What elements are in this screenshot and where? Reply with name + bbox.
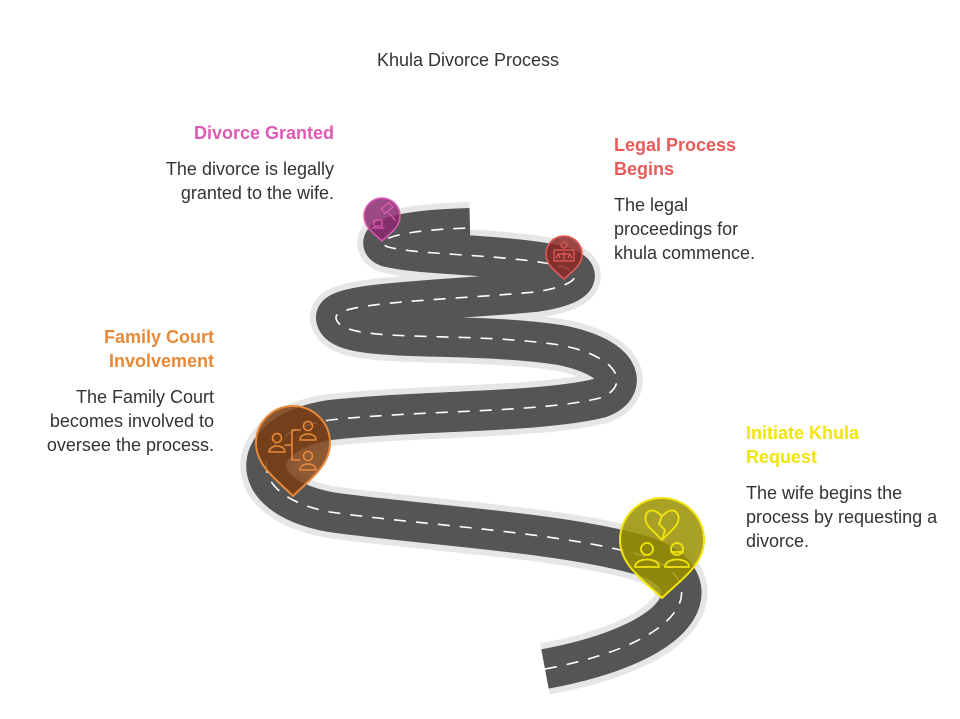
pin-legal-process [545, 235, 583, 281]
judge-scales-icon [553, 241, 575, 262]
pin-initiate-khula [618, 497, 706, 600]
pin-family-court [254, 405, 332, 498]
pin-divorce-granted [363, 197, 401, 243]
step-title-initiate-khula: Initiate Khula Request [746, 423, 860, 467]
winding-road [240, 202, 708, 695]
diagram-title: Khula Divorce Process [376, 50, 560, 70]
broken-heart-couple-icon [634, 509, 690, 568]
gavel-icon [371, 201, 396, 229]
step-desc-family-court: The Family Court becomes involved to ove… [46, 387, 214, 455]
step-title-divorce-granted: Divorce Granted [193, 123, 334, 143]
step-title-legal-process: Legal Process Begins [614, 135, 737, 179]
family-tree-icon [268, 420, 317, 471]
step-title-family-court: Family Court Involvement [103, 327, 214, 371]
step-desc-divorce-granted: The divorce is legally granted to the wi… [165, 159, 334, 203]
step-desc-initiate-khula: The wife begins the process by requestin… [746, 483, 938, 551]
step-desc-legal-process: The legal proceedings for khula commence… [614, 195, 756, 263]
